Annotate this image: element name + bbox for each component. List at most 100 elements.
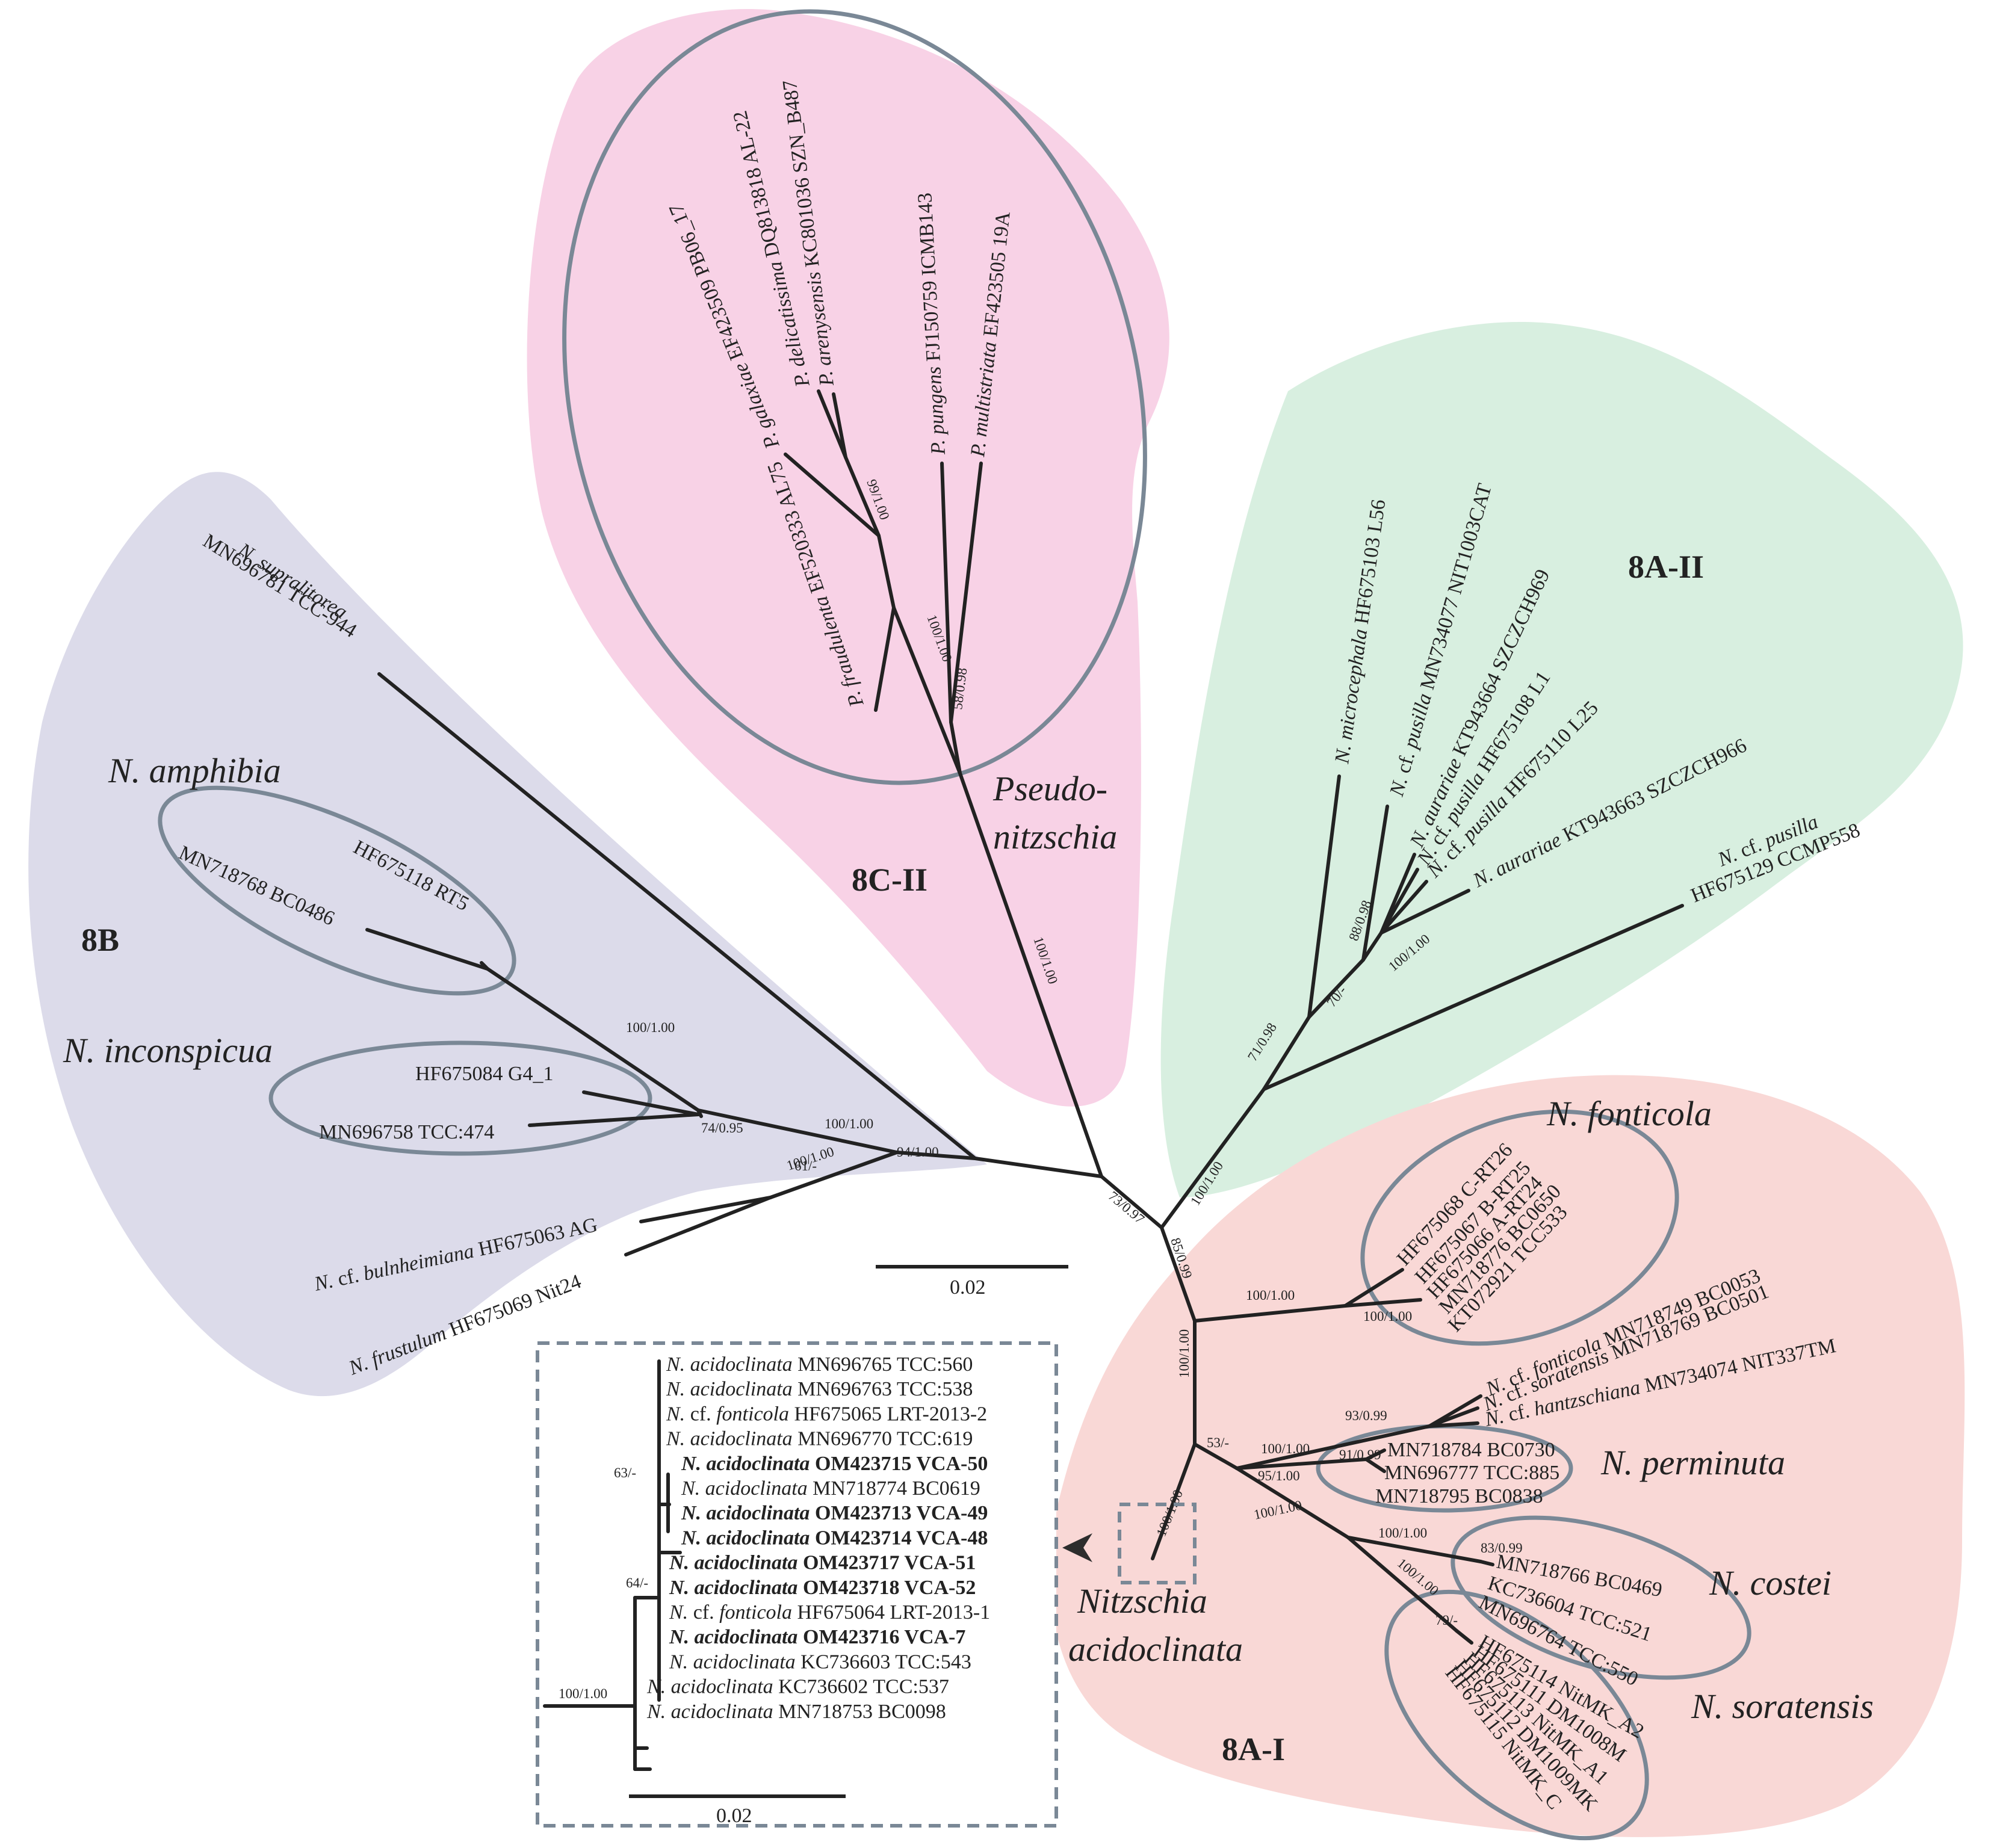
branch-8ai-cf-stem xyxy=(1235,1424,1431,1470)
branch-8b-bc0486 xyxy=(365,928,489,971)
branch-8c-arenysensis xyxy=(832,392,847,459)
support-value: 100/1.00 xyxy=(1177,1329,1192,1378)
branch-backbone-2 xyxy=(1100,1175,1163,1229)
branch-8c-stem xyxy=(958,771,1103,1178)
group-label-soratensis: N. soratensis xyxy=(1691,1687,1874,1726)
branch-8b-frustulum xyxy=(624,1196,772,1256)
support-value: 63/- xyxy=(614,1465,636,1480)
support-value: 74/0.95 xyxy=(701,1120,743,1136)
support-value: 100/1.00 xyxy=(1246,1288,1295,1303)
branch-8b-g4 xyxy=(582,1090,700,1116)
branch-8b-incon-stem xyxy=(696,1108,703,1118)
clade-8a-i-background xyxy=(1050,1075,1965,1837)
tip-label: MN696758 TCC:474 xyxy=(319,1121,494,1143)
branch-8ai-perm-b xyxy=(1364,1457,1386,1473)
inset-tip-label: N. acidoclinata MN718753 BC0098 xyxy=(646,1701,946,1723)
acidoclinata-marker-box xyxy=(1118,1503,1197,1584)
support-value: 93/0.99 xyxy=(1345,1408,1387,1423)
support-value: 79/- xyxy=(1435,1613,1458,1628)
branch-backbone-1 xyxy=(973,1157,1103,1178)
n-costei-ellipse xyxy=(1451,1515,1751,1680)
scale-bar-inset-label: 0.02 xyxy=(716,1805,752,1827)
clade-8c-ii-background xyxy=(527,8,1169,1107)
branch-8c-fraud-stem xyxy=(892,606,962,775)
inset-tip-label: N. acidoclinata OM423716 VCA-7 xyxy=(669,1626,965,1648)
support-value: 100/1.00 xyxy=(626,1020,675,1035)
branch-8ai-sora-a xyxy=(1455,1629,1473,1645)
branch-8aii-stem xyxy=(1160,1087,1266,1229)
branch-8ai-fonti-b xyxy=(1343,1298,1422,1308)
support-value: 64/- xyxy=(626,1575,648,1590)
inset-panel-border xyxy=(536,1341,1058,1828)
scale-bar-main-label: 0.02 xyxy=(950,1276,986,1299)
branch-8aii-70 xyxy=(1307,958,1365,1019)
branch-8ai-hantzschiana xyxy=(1428,1421,1479,1428)
clade-label-8a-ii: 8A-II xyxy=(1628,549,1704,585)
branch-8c-99 xyxy=(877,534,896,610)
pseudo-nitzschia-ellipse xyxy=(562,9,1147,785)
inset-tip-label: N. acidoclinata OM423718 VCA-52 xyxy=(669,1577,976,1599)
n-fonticola-ellipse xyxy=(1360,1109,1679,1346)
branch-8b-bul-stem xyxy=(769,1151,899,1199)
inset-tip-label: N. acidoclinata OM423714 VCA-48 xyxy=(681,1527,988,1549)
branch-8aii-pusilla-l1 xyxy=(1379,868,1419,935)
branch-8ai-fonti-stem xyxy=(1193,1304,1347,1323)
branch-8b-amph-stem xyxy=(486,967,700,1112)
group-label-fonticola: N. fonticola xyxy=(1546,1094,1712,1133)
inset-tree xyxy=(543,1359,682,1771)
inset-tip-label: N. acidoclinata MN718774 BC0619 xyxy=(681,1477,980,1500)
group-label-perminuta: N. perminuta xyxy=(1600,1443,1785,1482)
support-value: 94/1.00 xyxy=(897,1145,939,1160)
support-value: 95/1.00 xyxy=(1258,1468,1300,1483)
tip-label: MN696777 TCC:885 xyxy=(1384,1462,1559,1484)
branch-8c-deli-stem xyxy=(844,456,881,537)
inset-tip-label: N. acidoclinata MN696763 TCC:538 xyxy=(666,1378,973,1400)
n-inconspicua-ellipse xyxy=(268,1040,652,1156)
branch-8aii-microcephala xyxy=(1307,774,1341,1019)
branch-8ai-cost-a xyxy=(1479,1560,1494,1566)
group-label-amphibia: N. amphibia xyxy=(108,751,281,790)
branch-8c-58 xyxy=(949,720,962,775)
branch-8aii-pusilla-mn xyxy=(1361,805,1389,962)
branch-8ai-cost xyxy=(1346,1536,1482,1563)
inset-tip-label: N. cf. fonticola HF675065 LRT-2013-2 xyxy=(666,1403,987,1425)
support-value: 100/1.00 xyxy=(1261,1441,1310,1456)
branch-8ai-perm-a xyxy=(1364,1448,1386,1461)
branch-8aii-ccmp558 xyxy=(1262,904,1684,1091)
inset-tip-label: N. acidoclinata MN696770 TCC:619 xyxy=(666,1428,973,1450)
branch-8b-bulnheimiana xyxy=(639,1196,772,1223)
support-value: 100/1.00 xyxy=(825,1116,873,1131)
branch-8b-rt5 xyxy=(480,961,489,971)
branch-backbone-3 xyxy=(1160,1226,1197,1323)
support-value: 100/1.00 xyxy=(1378,1525,1427,1541)
clade-8a-ii-background xyxy=(1160,321,1963,1198)
branch-8c-delicatissima xyxy=(817,389,847,459)
inset-tip-label: N. acidoclinata KC736603 TCC:543 xyxy=(669,1651,971,1673)
tip-label: MN718784 BC0730 xyxy=(1387,1439,1555,1461)
branch-8ai-sora xyxy=(1346,1536,1458,1633)
support-value: 91/0.99 xyxy=(1339,1447,1381,1462)
n-amphibia-ellipse xyxy=(158,785,516,996)
support-value: 53/- xyxy=(1207,1435,1229,1450)
branch-8b-inner xyxy=(696,1108,899,1154)
branch-8c-multistriata xyxy=(949,462,983,724)
branch-8aii-71 xyxy=(1262,1015,1311,1091)
clade-label-8b: 8B xyxy=(81,922,119,958)
inset-tip-label: N. acidoclinata MN696765 TCC:560 xyxy=(666,1353,973,1376)
support-value: 100/1.00 xyxy=(559,1686,607,1701)
branch-8aii-aurariae63 xyxy=(1379,889,1470,935)
branch-8c-pungens xyxy=(940,462,953,724)
branch-8ai-fonti-a xyxy=(1343,1268,1404,1308)
branch-8c-galaxiae xyxy=(784,453,881,537)
branch-8c-fraudulenta xyxy=(874,606,896,712)
group-label-acido-2: acidoclinata xyxy=(1068,1630,1243,1669)
branch-8ai-acido xyxy=(1151,1442,1197,1560)
tip-label: MN718795 BC0838 xyxy=(1375,1485,1543,1507)
branch-8ai-perm xyxy=(1235,1457,1368,1470)
branch-8ai-soratensis-cf xyxy=(1428,1406,1479,1428)
group-label-inconspicua: N. inconspicua xyxy=(63,1031,273,1070)
group-label-pseudo-2: nitzschia xyxy=(993,817,1117,856)
tip-label: HF675084 G4_1 xyxy=(415,1063,554,1085)
clade-label-8c-ii: 8C-II xyxy=(852,862,927,898)
